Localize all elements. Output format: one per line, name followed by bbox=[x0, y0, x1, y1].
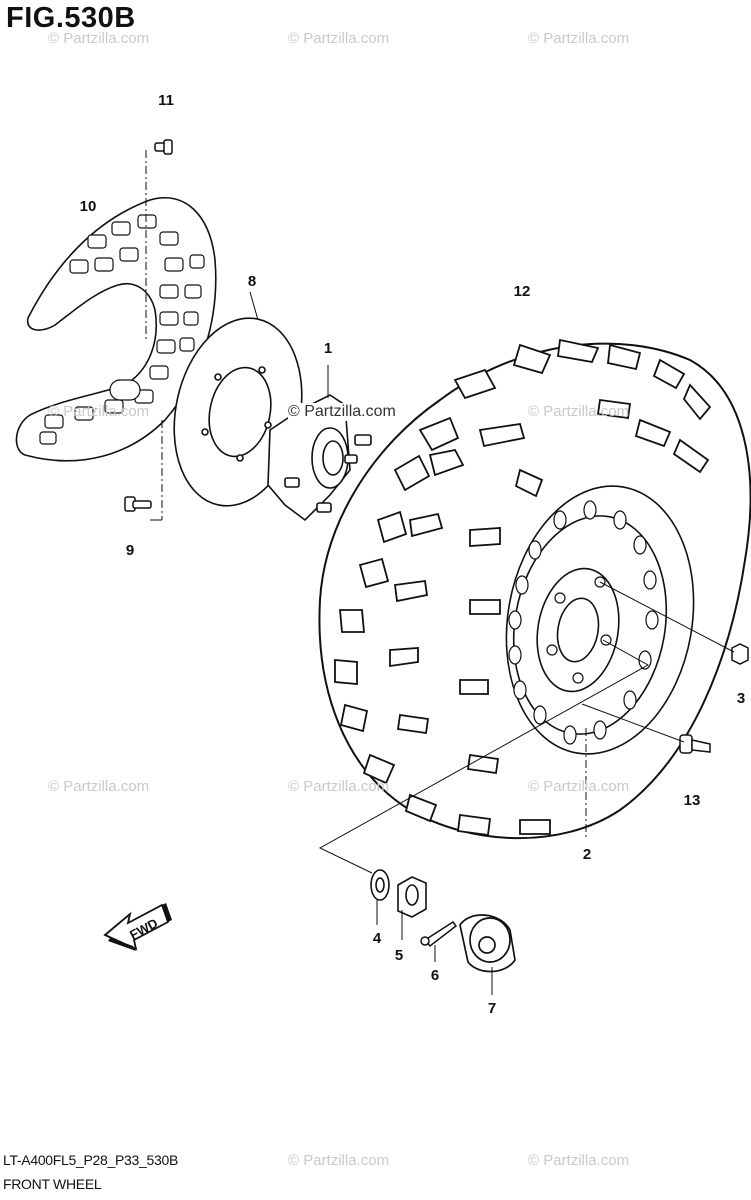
watermark: © Partzilla.com bbox=[528, 403, 630, 420]
wheel-nut-3 bbox=[731, 643, 749, 665]
valve-13 bbox=[679, 734, 711, 754]
callout-4: 4 bbox=[372, 930, 382, 947]
watermark: © Partzilla.com bbox=[288, 30, 390, 47]
callout-6: 6 bbox=[430, 967, 440, 984]
cotter-pin-6 bbox=[420, 920, 458, 948]
callout-7: 7 bbox=[487, 1000, 497, 1017]
callout-12: 12 bbox=[513, 283, 531, 300]
hub-cap-7 bbox=[459, 914, 516, 973]
castle-nut-5 bbox=[397, 876, 427, 918]
callout-5: 5 bbox=[394, 947, 404, 964]
watermark: © Partzilla.com bbox=[48, 403, 150, 420]
figure-title: FIG.530B bbox=[6, 2, 136, 34]
callout-13: 13 bbox=[683, 792, 701, 809]
brake-disc-guard bbox=[15, 197, 217, 462]
watermark-center: © Partzilla.com bbox=[288, 403, 396, 421]
bolt-11 bbox=[154, 139, 173, 155]
callout-2: 2 bbox=[582, 846, 592, 863]
watermark: © Partzilla.com bbox=[528, 30, 630, 47]
fwd-arrow: FWD bbox=[103, 903, 172, 951]
watermark: © Partzilla.com bbox=[288, 778, 390, 795]
callout-9: 9 bbox=[125, 542, 135, 559]
bolt-9 bbox=[124, 496, 152, 512]
callout-3: 3 bbox=[736, 690, 746, 707]
watermark: © Partzilla.com bbox=[528, 778, 630, 795]
callout-11: 11 bbox=[158, 92, 174, 109]
watermark: © Partzilla.com bbox=[288, 1152, 390, 1169]
watermark: © Partzilla.com bbox=[48, 30, 150, 47]
callout-8: 8 bbox=[247, 273, 257, 290]
callout-1: 1 bbox=[323, 340, 333, 357]
fwd-label: FWD bbox=[127, 915, 160, 942]
watermark: © Partzilla.com bbox=[528, 1152, 630, 1169]
section-name: FRONT WHEEL bbox=[3, 1176, 102, 1192]
washer-4 bbox=[370, 869, 390, 901]
callout-10: 10 bbox=[79, 198, 97, 215]
wheel-hub bbox=[267, 394, 372, 522]
model-code: LT-A400FL5_P28_P33_530B bbox=[3, 1152, 178, 1168]
watermark: © Partzilla.com bbox=[48, 778, 150, 795]
wheel-rim bbox=[505, 485, 695, 755]
